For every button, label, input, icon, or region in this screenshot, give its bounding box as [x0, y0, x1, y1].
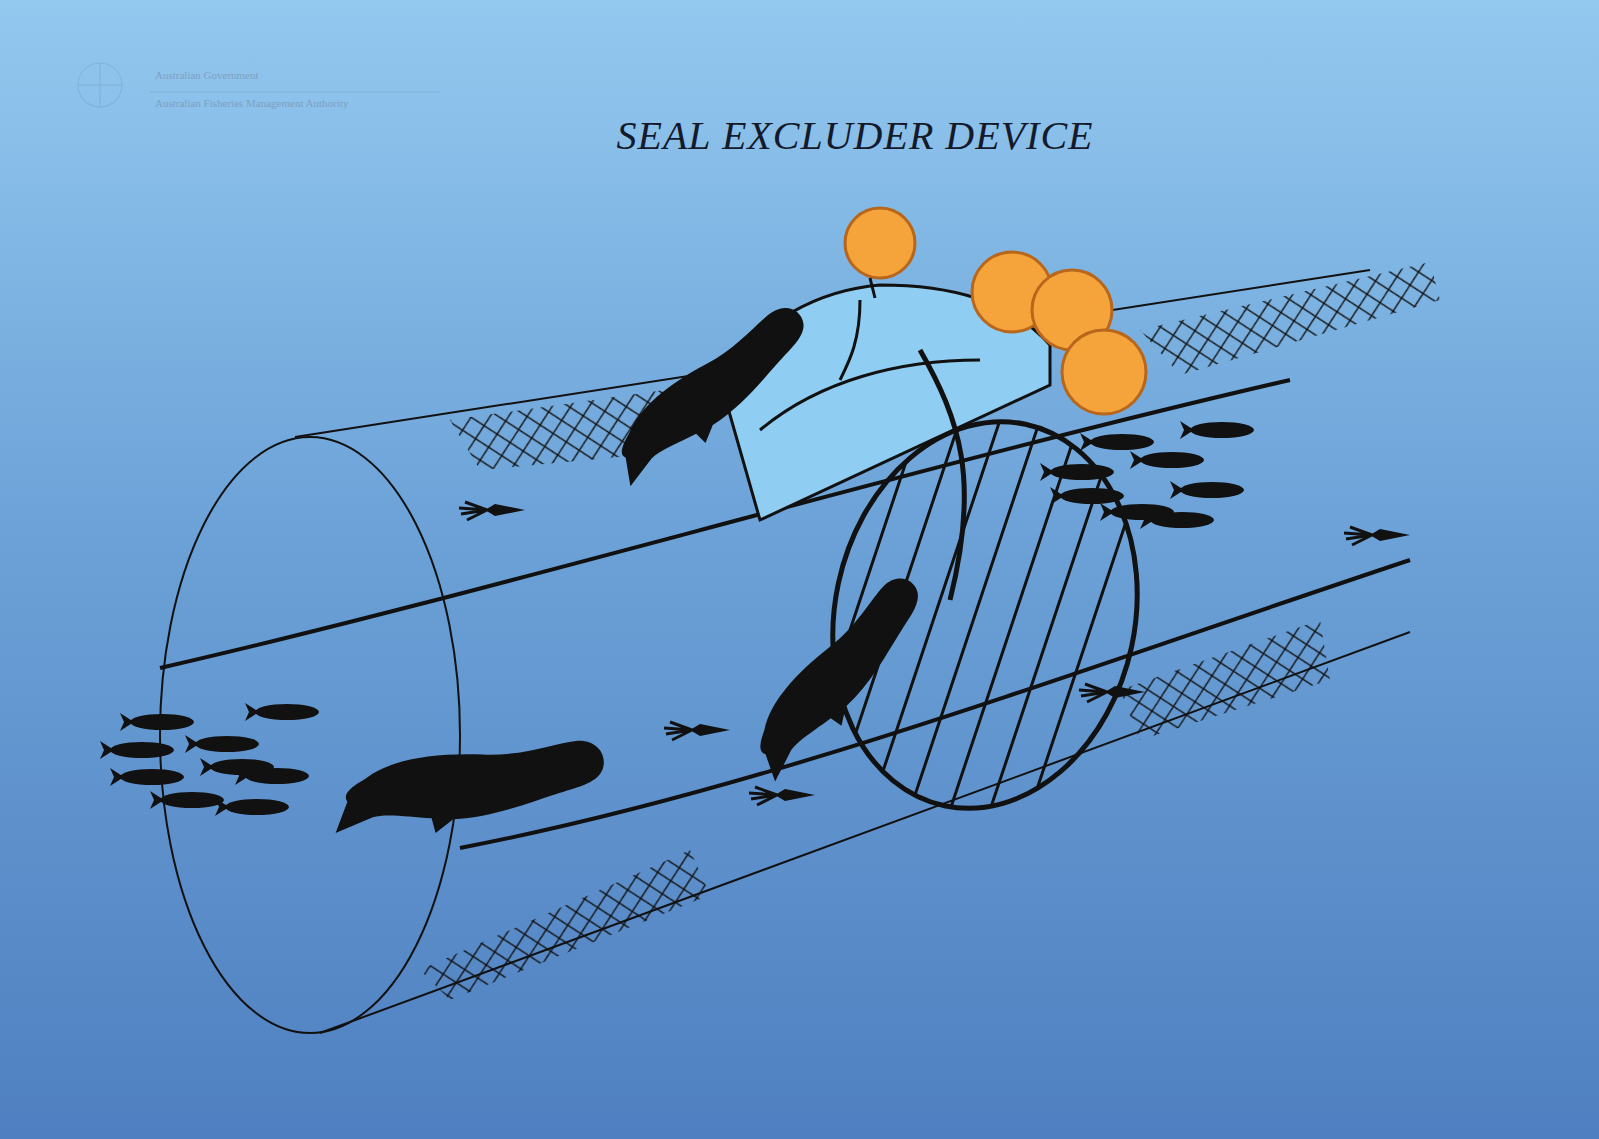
- agency-label: Australian Government: [155, 69, 259, 81]
- diagram-title: SEAL EXCLUDER DEVICE: [555, 112, 1155, 159]
- agency-label: Australian Fisheries Management Authorit…: [155, 97, 348, 109]
